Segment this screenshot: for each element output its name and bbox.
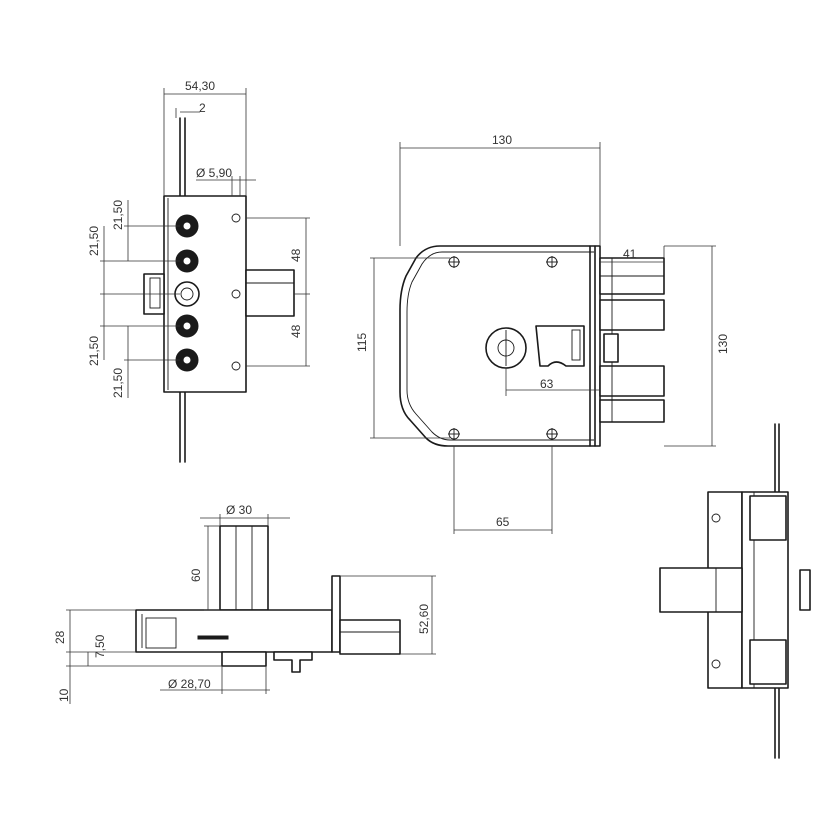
bottom-offset-label: 10 xyxy=(57,688,71,702)
lock-bottom-view: Ø 30 60 52,60 28 7,50 10 Ø 28,70 xyxy=(53,503,436,704)
front-pitch-upper-label: 21,50 xyxy=(87,226,101,256)
bottom-cylinder-height-label: 60 xyxy=(189,568,203,582)
front-hole-diameter-label: Ø 5,90 xyxy=(196,166,232,180)
front-bolt-lower-label: 48 xyxy=(289,324,303,338)
main-hole-spacing-label: 65 xyxy=(496,515,510,529)
bottom-rosette-diameter-label: Ø 28,70 xyxy=(168,677,211,691)
bottom-step-label: 7,50 xyxy=(93,634,107,658)
front-pitch-top-label: 21,50 xyxy=(111,200,125,230)
faceplate-front-view: 54,30 2 Ø 5,90 21,50 21,50 21,50 21,50 4… xyxy=(87,79,310,463)
bottom-bolt-height-label: 52,60 xyxy=(417,604,431,634)
keyhole-cylinder xyxy=(174,281,200,307)
bottom-thickness-label: 28 xyxy=(53,630,67,644)
front-pitch-lower-label: 21,50 xyxy=(87,336,101,366)
front-gap-label: 2 xyxy=(199,101,206,115)
bolt-head-3 xyxy=(175,314,199,338)
front-pitch-bottom-label: 21,50 xyxy=(111,368,125,398)
main-bolt-projection-label: 41 xyxy=(623,247,637,261)
main-body-height-label: 115 xyxy=(355,333,369,352)
front-bolt-upper-label: 48 xyxy=(289,248,303,262)
front-width-label: 54,30 xyxy=(185,79,215,93)
main-backset-label: 63 xyxy=(540,377,554,391)
main-width-label: 130 xyxy=(492,133,512,147)
main-height-label: 130 xyxy=(716,334,730,354)
bolt-head-1 xyxy=(175,214,199,238)
bottom-cylinder-diameter-label: Ø 30 xyxy=(226,503,252,517)
lock-rear-view xyxy=(659,423,811,759)
bolt-head-2 xyxy=(175,249,199,273)
lock-body-side-view: 130 41 130 115 63 65 xyxy=(355,133,730,534)
